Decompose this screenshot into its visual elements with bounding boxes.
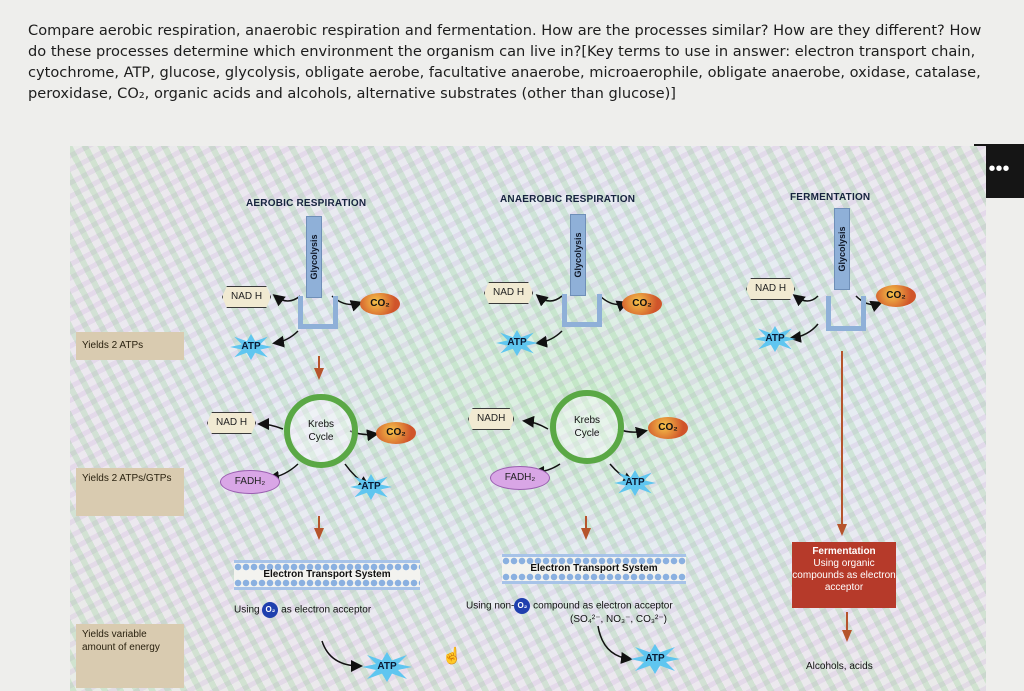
aerobic-o2-icon: O₂ xyxy=(262,602,279,618)
aerobic-using-prefix: Using xyxy=(234,604,260,616)
fermentation-products: Alcohols, acids xyxy=(806,661,873,672)
aerobic-krebs-nadh: NAD H xyxy=(207,412,257,434)
aerobic-krebs-label: Krebs Cycle xyxy=(307,419,335,443)
respiration-diagram: Yields 2 ATPs Yields 2 ATPs/GTPs Yields … xyxy=(70,146,986,691)
fermentation-co2: CO₂ xyxy=(876,285,916,307)
fermentation-atp: ATP xyxy=(754,326,796,352)
aerobic-arrow-2 xyxy=(314,528,324,540)
anaerobic-using-prefix: Using non- xyxy=(466,600,515,612)
aerobic-glycolysis-bar: Glycolysis xyxy=(306,216,322,298)
fermentation-title: FERMENTATION xyxy=(790,192,871,203)
aerobic-krebs-atp: ATP xyxy=(350,474,392,500)
aerobic-arrow-2-stem xyxy=(318,516,320,530)
anaerobic-o2-icon: O₂ xyxy=(514,598,531,614)
aerobic-final-atp: ATP xyxy=(362,652,412,682)
hand-cursor-icon: ☝ xyxy=(442,648,462,665)
anaerobic-krebs-cycle: Krebs Cycle xyxy=(550,390,624,464)
aerobic-ets: Electron Transport System xyxy=(234,560,420,590)
anaerobic-fadh2: FADH₂ xyxy=(490,466,550,490)
aerobic-co2: CO₂ xyxy=(360,293,400,315)
yields-atps-gtps-label: Yields 2 ATPs/GTPs xyxy=(76,468,184,516)
anaerobic-arrow-stem xyxy=(585,516,587,530)
anaerobic-using-suffix: compound as electron acceptor xyxy=(533,600,673,612)
aerobic-krebs-co2: CO₂ xyxy=(376,422,416,444)
anaerobic-krebs-nadh: NADH xyxy=(468,408,515,430)
aerobic-using-suffix: as electron acceptor xyxy=(281,604,372,616)
anaerobic-title: ANAEROBIC RESPIRATION xyxy=(500,194,636,205)
anaerobic-glycolysis-label: Glycolysis xyxy=(573,232,583,278)
yields-variable-energy-label: Yields variable amount of energy xyxy=(76,624,184,688)
aerobic-arrow-1 xyxy=(314,368,324,380)
anaerobic-krebs-atp: ATP xyxy=(614,470,656,496)
connector-arrows xyxy=(257,294,883,672)
fermentation-box-text: Using organic compounds as electron acce… xyxy=(792,558,896,593)
anaerobic-glycolysis-fork xyxy=(562,294,602,327)
aerobic-arrow-1-stem xyxy=(318,356,320,370)
aerobic-glycolysis-label: Glycolysis xyxy=(309,234,319,280)
anaerobic-ets: Electron Transport System xyxy=(502,554,686,584)
anaerobic-compounds: (SO₄²⁻, NO₃⁻, CO₃²⁻) xyxy=(570,614,667,625)
aerobic-atp: ATP xyxy=(230,334,272,360)
aerobic-krebs-cycle: Krebs Cycle xyxy=(284,394,358,468)
fermentation-arrow-stem xyxy=(846,612,848,632)
yields-2-atps-label: Yields 2 ATPs xyxy=(76,332,184,360)
fermentation-box: Fermentation Using organic compounds as … xyxy=(792,542,896,608)
anaerobic-nadh: NAD H xyxy=(484,282,534,304)
anaerobic-glycolysis-bar: Glycolysis xyxy=(570,214,586,296)
aerobic-nadh: NAD H xyxy=(222,286,272,308)
fermentation-glycolysis-label: Glycolysis xyxy=(837,226,847,272)
aerobic-title: AEROBIC RESPIRATION xyxy=(246,198,367,209)
anaerobic-electron-acceptor: Using non-O₂ compound as electron accept… xyxy=(466,598,766,614)
anaerobic-krebs-label: Krebs Cycle xyxy=(573,415,601,439)
fermentation-glycolysis-bar: Glycolysis xyxy=(834,208,850,290)
anaerobic-final-atp: ATP xyxy=(630,644,680,674)
question-text: Compare aerobic respiration, anaerobic r… xyxy=(28,22,982,102)
aerobic-electron-acceptor: Using O₂ as electron acceptor xyxy=(234,602,371,618)
fermentation-glycolysis-fork xyxy=(826,296,866,331)
fermentation-box-title: Fermentation xyxy=(812,546,876,557)
anaerobic-atp: ATP xyxy=(496,330,538,356)
anaerobic-co2: CO₂ xyxy=(622,293,662,315)
anaerobic-arrow xyxy=(581,528,591,540)
fermentation-arrow xyxy=(842,630,852,642)
aerobic-glycolysis-fork xyxy=(298,296,338,329)
aerobic-fadh2: FADH₂ xyxy=(220,470,280,494)
anaerobic-krebs-co2: CO₂ xyxy=(648,417,688,439)
fermentation-nadh: NAD H xyxy=(746,278,796,300)
